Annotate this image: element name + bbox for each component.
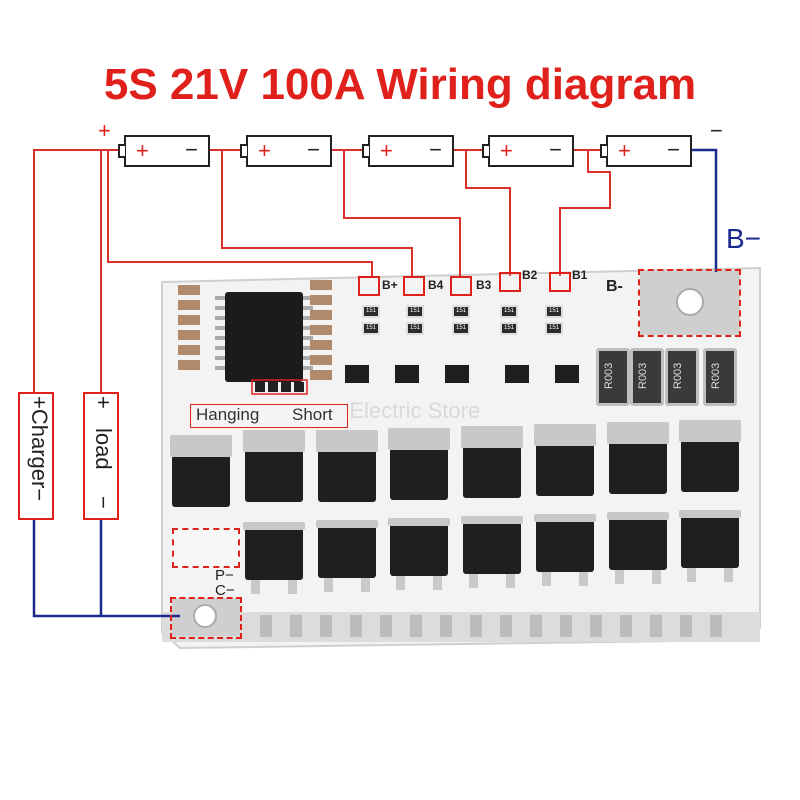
mosfet [461,516,523,588]
mosfet [534,424,596,496]
mosfet [679,510,741,582]
cell-positive: + [136,138,149,163]
charger-label: +Charger− [27,396,52,502]
pad-b4-label: B4 [428,278,444,292]
p-minus-pad-highlight [170,597,242,639]
cell-terminal [362,144,369,158]
mosfet [388,428,450,500]
shunt-resistor: R003 [596,348,630,406]
smd-resistor: 151 [452,305,470,318]
cell-terminal [600,144,607,158]
smd-resistor: 151 [362,322,380,335]
b-minus-wire-label: B− [726,223,762,254]
hanging-label: Hanging [196,405,260,424]
pad-b1 [549,272,571,292]
mosfet [607,422,669,494]
mosfet [316,430,378,502]
shunt-resistor-code: R003 [672,362,684,389]
cell-negative: − [667,137,680,162]
mosfet [607,512,669,584]
load-box [83,392,119,520]
battery-cell-1: + − [118,135,210,167]
p-minus-label: P− [215,567,234,584]
cell-negative: − [549,137,562,162]
charger-box [18,392,54,520]
shunt-resistor: R003 [665,348,699,406]
pad-b1-label: B1 [572,268,588,282]
b-minus-pad-highlight [638,269,741,337]
cell-terminal [482,144,489,158]
battery-cell-2: + − [240,135,332,167]
pad-b3 [450,276,472,296]
battery-cell-4: + − [482,135,574,167]
cell-terminal [118,144,125,158]
mosfet [461,426,523,498]
cell-negative: − [429,137,442,162]
cell-positive: + [380,138,393,163]
c-minus-label: C− [215,582,235,599]
cell-negative: − [185,137,198,162]
cell-positive: + [258,138,271,163]
mosfet [170,435,232,507]
battery-cell-3: + − [362,135,454,167]
pack-minus-label: − [710,118,723,143]
smd-resistor: 151 [545,322,563,335]
mosfet [679,420,741,492]
mosfet [243,522,305,594]
shunt-resistor-code: R003 [710,362,722,389]
smd-resistor: 151 [500,322,518,335]
pad-b-plus [358,276,380,296]
pad-b3-label: B3 [476,278,492,292]
shunt-resistor-code: R003 [637,362,649,389]
unpopulated-area-highlight [172,528,240,568]
cell-positive: + [500,138,513,163]
cell-positive: + [618,138,631,163]
load-label: load [91,428,116,470]
smd-resistor: 151 [406,322,424,335]
pad-b-plus-label: B+ [382,278,398,292]
pad-b2 [499,272,521,292]
smd-resistor: 151 [452,322,470,335]
mosfet [388,518,450,590]
diagram-title: 5S 21V 100A Wiring diagram [103,60,697,109]
shunt-resistor: R003 [703,348,737,406]
smd-resistor: 151 [500,305,518,318]
hanging-short-box [190,404,348,428]
mosfet [534,514,596,586]
mosfet [243,430,305,502]
pad-b-minus-label: B- [606,278,623,295]
short-label: Short [292,405,333,424]
smd-resistor: 151 [362,305,380,318]
smd-resistor: 151 [545,305,563,318]
battery-cell-5: + − [600,135,692,167]
svg-text:● Electric Store: ● Electric Store [330,398,480,423]
shunt-resistor-code: R003 [603,362,615,389]
cell-terminal [240,144,247,158]
pad-b2-label: B2 [522,268,538,282]
load-plus: + [91,396,116,409]
pack-plus-label: + [98,118,111,143]
mosfet [316,520,378,592]
cell-negative: − [307,137,320,162]
load-minus: − [91,496,116,509]
smd-resistor: 151 [406,305,424,318]
shunt-resistor: R003 [630,348,664,406]
pad-b4 [403,276,425,296]
